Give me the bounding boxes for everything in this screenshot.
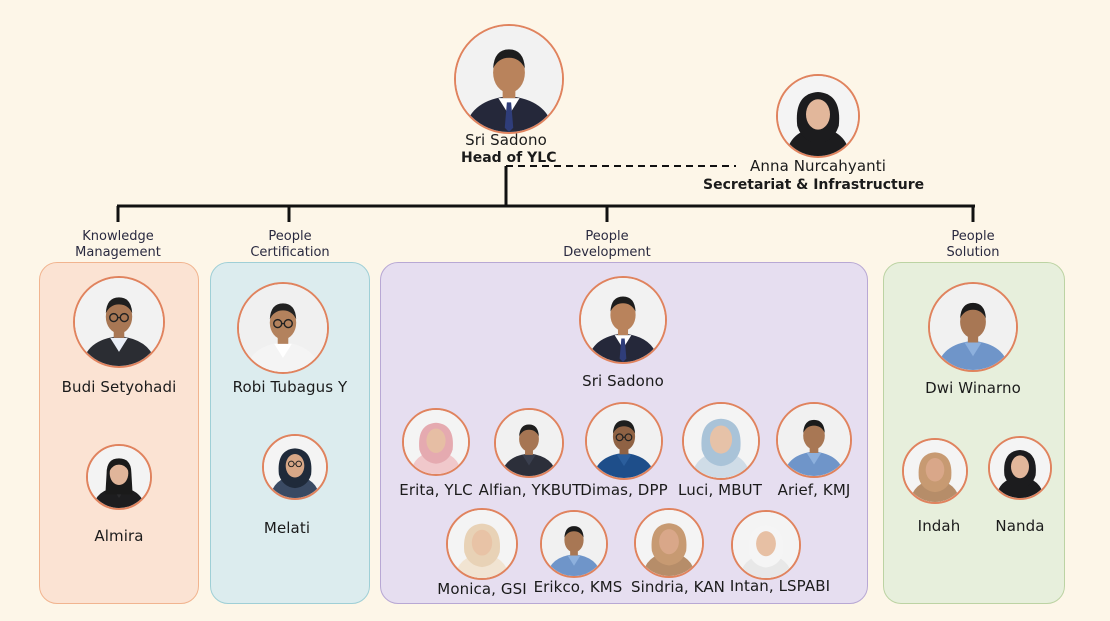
member-avatar: [731, 510, 801, 580]
member-name: Sindria, KAN: [630, 578, 726, 596]
member-avatar: [494, 408, 564, 478]
member-name: Arief, KMJ: [777, 481, 851, 499]
member-avatar: [579, 276, 667, 364]
member-avatar: [585, 402, 663, 480]
member-avatar: [682, 402, 760, 480]
member-avatar: [902, 438, 968, 504]
secretariat-title: Secretariat & Infrastructure: [703, 177, 925, 193]
member-avatar: [540, 510, 608, 578]
member-name: Dwi Winarno: [925, 379, 1021, 397]
member-name: Nanda: [995, 517, 1045, 535]
head-avatar: [454, 24, 564, 134]
member-name: Almira: [94, 527, 144, 545]
member-avatar: [237, 282, 329, 374]
member-avatar: [776, 402, 852, 478]
member-name: Erita, YLC: [399, 481, 473, 499]
member-name: Budi Setyohadi: [61, 378, 177, 396]
member-avatar: [446, 508, 518, 580]
head-title: Head of YLC: [461, 150, 557, 166]
member-avatar: [402, 408, 470, 476]
member-name: Indah: [917, 517, 961, 535]
member-avatar: [928, 282, 1018, 372]
head-name: Sri Sadono: [465, 131, 547, 149]
member-name: Luci, MBUT: [678, 481, 762, 499]
member-name: Dimas, DPP: [580, 481, 668, 499]
member-avatar: [634, 508, 704, 578]
member-name: Melati: [263, 519, 311, 537]
member-avatar: [73, 276, 165, 368]
member-avatar: [86, 444, 152, 510]
member-name: Intan, LSPABI: [729, 577, 831, 595]
member-avatar: [988, 436, 1052, 500]
secretariat-avatar: [776, 74, 860, 158]
secretariat-name: Anna Nurcahyanti: [750, 157, 886, 175]
member-name: Monica, GSI: [437, 580, 527, 598]
member-name: Sri Sadono: [582, 372, 664, 390]
member-avatar: [262, 434, 328, 500]
member-name: Robi Tubagus Y: [232, 378, 348, 396]
member-name: Erikco, KMS: [533, 578, 623, 596]
member-name: Alfian, YKBUT: [478, 481, 582, 499]
